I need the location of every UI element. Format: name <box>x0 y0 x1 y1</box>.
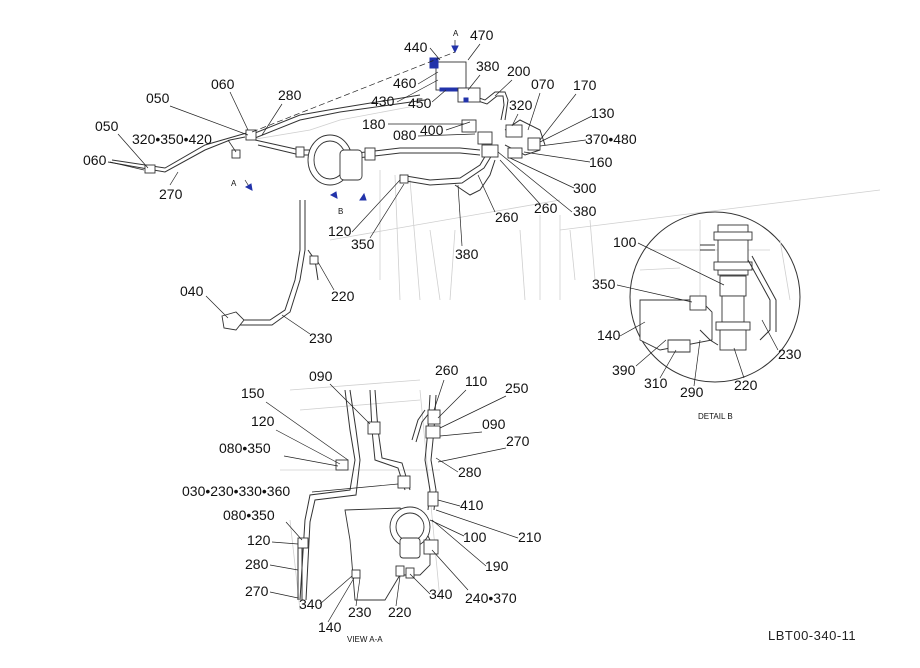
view-aa-label: 100 <box>463 529 487 545</box>
view-aa-label: 120 <box>251 413 275 429</box>
main-label: 160 <box>589 154 613 170</box>
view-aa-label: 120 <box>247 532 271 548</box>
view-aa-label: 090 <box>309 368 333 384</box>
view-aa-label: 270 <box>245 583 269 599</box>
main-label: A <box>231 179 237 188</box>
main-label: 470 <box>470 27 494 43</box>
main-label: 260 <box>534 200 558 216</box>
main-label: 270 <box>159 186 183 202</box>
main-label: 400 <box>420 122 444 138</box>
main-label: 350 <box>351 236 375 252</box>
view-aa-label: 080•350 <box>219 440 271 456</box>
main-label: 040 <box>180 283 204 299</box>
view-aa-label: 030•230•330•360 <box>182 483 290 499</box>
main-label: 200 <box>507 63 531 79</box>
view-aa-label: 240•370 <box>465 590 517 606</box>
drawing-code: LBT00-340-11 <box>768 628 856 643</box>
main-label: 260 <box>495 209 519 225</box>
view-aa-label: 080•350 <box>223 507 275 523</box>
view-aa-label: 210 <box>518 529 542 545</box>
view-aa-title: VIEW A-A <box>347 635 383 644</box>
main-label: 380 <box>476 58 500 74</box>
view-aa-label: 410 <box>460 497 484 513</box>
view-aa-label: 280 <box>458 464 482 480</box>
view-aa-label: 090 <box>482 416 506 432</box>
main-label: 370•480 <box>585 131 637 147</box>
view-aa-label: 340 <box>429 586 453 602</box>
main-label: 440 <box>404 39 428 55</box>
view-aa-label: 250 <box>505 380 529 396</box>
main-label: B <box>338 207 343 216</box>
main-view <box>107 40 881 331</box>
main-label: 180 <box>362 116 386 132</box>
detail-b <box>629 211 801 383</box>
view-aa-label: 110 <box>465 373 488 389</box>
view-aa-label: 280 <box>245 556 269 572</box>
main-label: 050 <box>146 90 170 106</box>
detail-b-labels: 100 350 140 390 310 290 220 230 DETAIL B <box>592 234 802 421</box>
main-label: 320 <box>509 97 533 113</box>
view-aa-label: 150 <box>241 385 265 401</box>
detail-label: 310 <box>644 375 668 391</box>
main-label: 120 <box>328 223 352 239</box>
detail-label: 100 <box>613 234 637 250</box>
main-label: 060 <box>211 76 235 92</box>
main-label: 080 <box>393 127 417 143</box>
main-label: 050 <box>95 118 119 134</box>
view-aa-label: 220 <box>388 604 412 620</box>
main-view-labels: 440 A 470 060 050 280 460 380 200 430 45… <box>83 27 637 346</box>
detail-label: 390 <box>612 362 636 378</box>
main-label: 380 <box>573 203 597 219</box>
detail-label: 140 <box>597 327 621 343</box>
view-aa-label: 230 <box>348 604 372 620</box>
view-aa-labels: 090 260 110 250 150 120 090 080•350 270 … <box>182 362 542 644</box>
view-aa-label: 340 <box>299 596 323 612</box>
main-label: 170 <box>573 77 597 93</box>
main-label: 450 <box>408 95 432 111</box>
detail-title: DETAIL B <box>698 412 733 421</box>
view-aa-label: 190 <box>485 558 509 574</box>
view-aa <box>280 379 441 611</box>
main-label: 320•350•420 <box>132 131 212 147</box>
main-label: 460 <box>393 75 417 91</box>
detail-label: 290 <box>680 384 704 400</box>
main-label: 280 <box>278 87 302 103</box>
detail-label: 230 <box>778 346 802 362</box>
main-label: 070 <box>531 76 555 92</box>
main-label: 130 <box>591 105 615 121</box>
main-label: 300 <box>573 180 597 196</box>
main-label: 230 <box>309 330 333 346</box>
main-label: 380 <box>455 246 479 262</box>
view-aa-label: 260 <box>435 362 459 378</box>
main-label: A <box>453 29 459 38</box>
main-label: 060 <box>83 152 107 168</box>
main-label: 220 <box>331 288 355 304</box>
detail-label: 350 <box>592 276 616 292</box>
view-aa-label: 270 <box>506 433 530 449</box>
detail-label: 220 <box>734 377 758 393</box>
main-label: 430 <box>371 93 395 109</box>
view-aa-label: 140 <box>318 619 342 635</box>
